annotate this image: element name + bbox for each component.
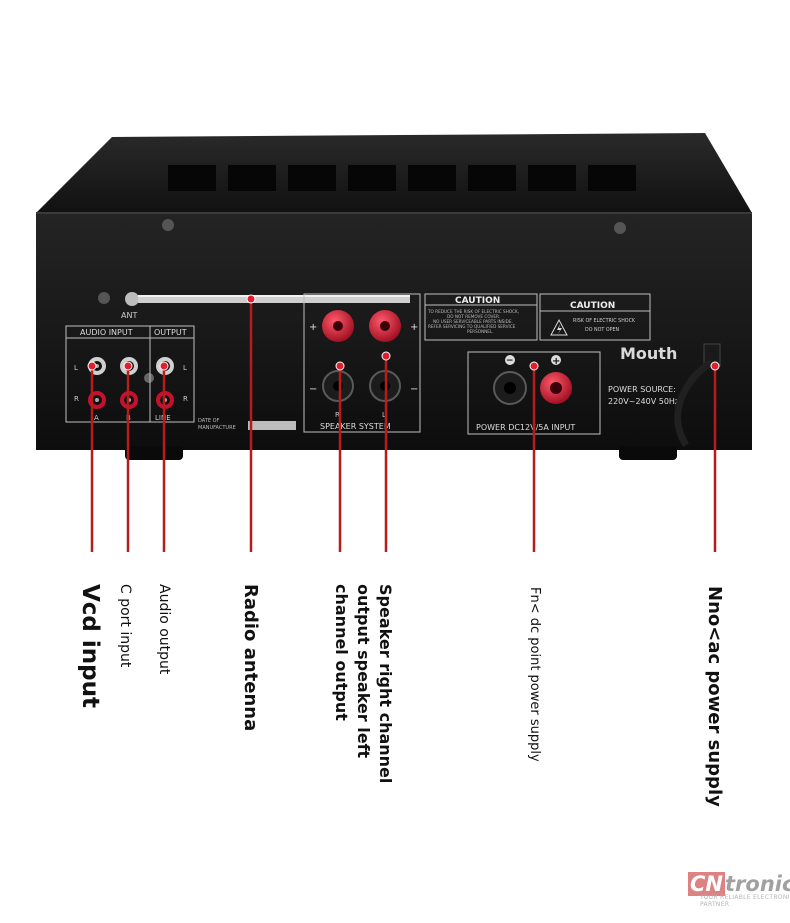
caution-text-2: DO NOT REMOVE COVER. [447,314,500,319]
label-speaker-line3: channel output [332,584,351,721]
manufacture-label: MANUFACTURE [198,425,236,431]
mouth-overlay-text: Mouth [620,344,678,363]
ac-power-cord [674,343,721,447]
dc-plus-badge [551,355,561,365]
leader-lines [90,299,717,552]
dc-plus-sign: + [552,356,560,367]
panel-screw [98,292,110,304]
risk-of-shock-text: RISK OF ELECTRIC SHOCK [573,318,636,324]
output-l-label: L [183,364,187,372]
speaker-system-box [303,293,421,433]
caution-text-5: PERSONNEL. [467,329,494,334]
caution-text-4: REFER SERVICING TO QUALIFIED SERVICE [428,324,516,329]
date-sticker [248,421,296,430]
power-source-line1: POWER SOURCE: [608,385,676,394]
jack-r-label: R [74,395,79,403]
leader-dots [87,294,720,371]
jack-l-label: L [74,364,78,372]
caution-label-right [539,293,651,341]
cntronic-logo: CNtronic YOUR RELIABLE ELECTRONIC PARTNE… [688,872,790,908]
speaker-plus-right: + [410,322,418,333]
label-speaker-line2: output speaker left [354,584,373,759]
radio-antenna [125,292,410,306]
speaker-r-label: R [335,411,340,419]
label-dc-power: Fn< dc point power supply [527,587,542,762]
power-dc-label: POWER DC12V/5A INPUT [476,423,575,432]
speaker-system-label: SPEAKER SYSTEM [320,422,391,431]
audio-input-heading: AUDIO INPUT [80,328,133,337]
audio-io-box [65,325,195,423]
amplifier-foot [619,446,677,460]
output-r-label: R [183,395,188,403]
speaker-plus-left: + [309,322,317,333]
caution-heading-left: CAUTION [455,296,500,306]
do-not-open-text: DO NOT OPEN [585,327,620,333]
caution-text-3: NO USER SERVICEABLE PARTS INSIDE. [433,319,513,324]
label-vcd-input: Vcd input [77,584,103,708]
speaker-minus-left: − [309,384,317,395]
speaker-minus-right: − [410,384,418,395]
amplifier-foot [125,446,183,460]
panel-screw [144,373,154,383]
ant-label: ANT [121,311,137,320]
label-speaker-outputs: Speaker right channel output speaker lef… [330,584,396,783]
speaker-terminals-red [322,310,401,342]
label-speaker-line1: Speaker right channel [376,584,395,784]
panel-screw [162,219,174,231]
dc-minus-sign: − [506,356,514,366]
speaker-l-label: L [382,411,386,419]
caution-heading-right: CAUTION [570,301,615,311]
caution-text-1: TO REDUCE THE RISK OF ELECTRIC SHOCK, [427,309,519,314]
lightning-warning-icon [550,318,568,336]
vent-slots [168,165,636,191]
label-radio-antenna: Radio antenna [240,584,261,732]
label-c-port-input: C port input [117,584,133,668]
logo-cn: CN [688,872,725,896]
logo-tronic: tronic [725,872,790,896]
caution-label-left [424,293,538,341]
label-ac-power: Nno<ac power supply [704,586,725,807]
label-audio-output: Audio output [156,584,172,675]
panel-screw [614,222,626,234]
logo-tagline: YOUR RELIABLE ELECTRONIC PARTNER [700,894,790,908]
dc-minus-badge [505,355,515,365]
date-of-label: DATE OF [198,418,220,424]
power-source-line2: 220V~240V 50Hz [608,397,679,406]
jack-a-label: A [94,414,99,422]
output-heading: OUTPUT [154,328,187,337]
